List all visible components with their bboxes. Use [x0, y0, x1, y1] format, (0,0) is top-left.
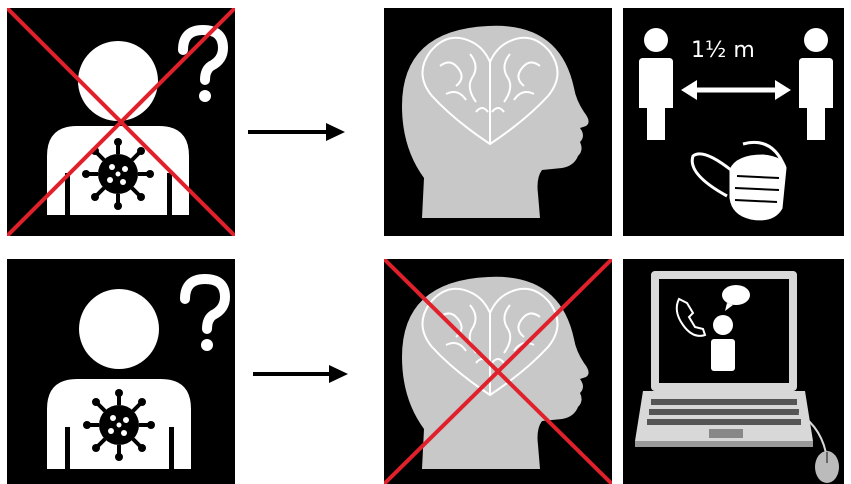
right-arrow-icon — [248, 122, 346, 142]
right-arrow-icon — [253, 364, 349, 384]
patient-panel-bottom — [7, 259, 235, 484]
head-panel-bottom — [384, 259, 612, 484]
measures-panel-top: 1½ m — [623, 8, 844, 236]
double-arrow-icon — [681, 80, 791, 100]
head-panel-top — [384, 8, 612, 236]
measures-panel-bottom — [623, 259, 844, 484]
head-icon — [402, 26, 589, 218]
question-mark-icon — [185, 279, 225, 351]
virus-icon — [83, 389, 155, 461]
person-right-icon — [799, 28, 833, 140]
face-mask-icon — [692, 142, 785, 218]
distance-label: 1½ m — [691, 38, 755, 63]
person-left-icon — [639, 28, 673, 140]
patient-panel-top — [7, 8, 235, 236]
